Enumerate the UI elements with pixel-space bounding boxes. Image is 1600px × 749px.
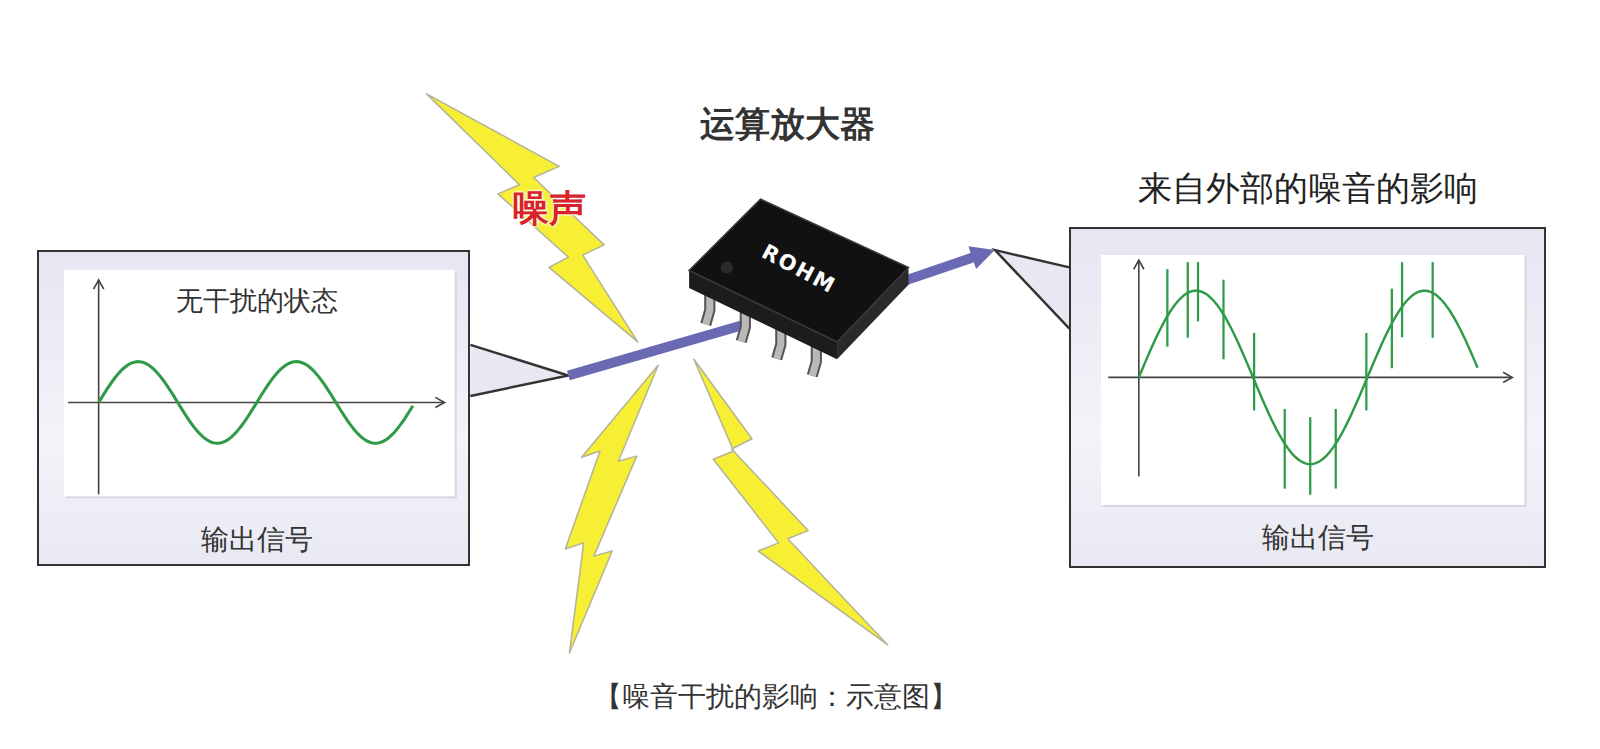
- noise-spike: [1223, 279, 1225, 359]
- lightning-bolt: [694, 359, 888, 645]
- plot-panel: [64, 270, 455, 497]
- lightning-bolt: [565, 365, 658, 653]
- callout-pointer: [995, 250, 1069, 329]
- noise-spike: [1335, 409, 1337, 489]
- noise-spike: [1253, 332, 1255, 410]
- noise-spike: [1309, 417, 1311, 495]
- plot-heading: 来自外部的噪音的影响: [1138, 169, 1478, 208]
- plot-heading: 无干扰的状态: [176, 285, 338, 316]
- plot-caption: 输出信号: [1262, 522, 1374, 554]
- op-amp-chip: ROHM: [684, 194, 919, 398]
- noise-label: 噪声: [512, 188, 586, 231]
- signal-arrow: [902, 256, 978, 282]
- noise-spike: [1167, 269, 1169, 347]
- noise-spike: [1401, 262, 1403, 337]
- figure-caption: 【噪音干扰的影响：示意图】: [594, 681, 958, 713]
- noisy-signal-plot: [1109, 260, 1513, 495]
- signal-arrow: [568, 324, 745, 375]
- node-graphic: [1071, 229, 1548, 571]
- chip-body: [689, 199, 908, 376]
- noise-spike: [1366, 332, 1368, 410]
- clean-signal-plot: [68, 280, 445, 494]
- plot-caption: 输出信号: [201, 524, 313, 556]
- lightning-bolts: [427, 94, 888, 653]
- callout-box: 无干扰的状态输出信号: [37, 250, 471, 566]
- plot-panel: [1101, 254, 1524, 504]
- sine-wave: [98, 362, 412, 444]
- noise-spike: [1391, 288, 1393, 368]
- callout-pointer: [470, 345, 568, 396]
- sine-wave: [1139, 290, 1478, 463]
- noise-spike: [1432, 262, 1434, 338]
- component-title: 运算放大器: [700, 104, 875, 144]
- node-graphic: [684, 194, 919, 398]
- noise-spike: [1284, 409, 1286, 489]
- noise-spike: [1187, 262, 1189, 338]
- callout-box: 来自外部的噪音的影响输出信号: [1069, 227, 1546, 569]
- noise-spike: [1197, 262, 1199, 321]
